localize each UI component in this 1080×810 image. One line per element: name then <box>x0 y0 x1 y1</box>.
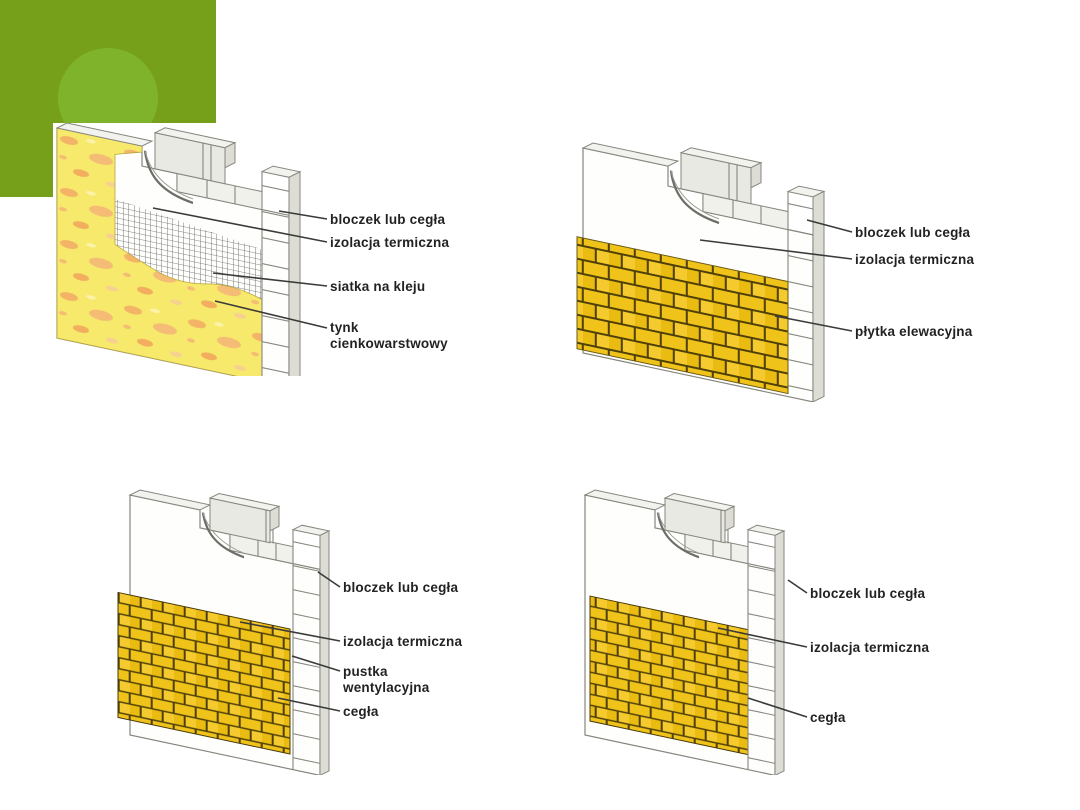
wall-drawing-plaster <box>55 123 328 376</box>
label-izolacja-termiczna: izolacja termiczna <box>855 252 975 267</box>
label-cegla: cegła <box>810 710 846 725</box>
label-izolacja-termiczna: izolacja termiczna <box>343 634 463 649</box>
plaster-layer <box>56 127 263 376</box>
wall-top-face <box>55 123 154 147</box>
label-bloczek-lub-cegla: bloczek lub cegła <box>330 212 446 227</box>
label-izolacja-termiczna: izolacja termiczna <box>810 640 930 655</box>
brick-veneer-layer <box>117 591 291 755</box>
wall-drawing-facade-tile <box>576 142 853 402</box>
facade-tile-layer <box>576 236 789 395</box>
wall-top-face <box>581 142 680 167</box>
label-bloczek-lub-cegla: bloczek lub cegła <box>810 586 926 601</box>
wall-drawing-vent-gap <box>117 489 341 775</box>
diagram-thin-coat-plaster: bloczek lub cegła izolacja termiczna sia… <box>53 123 490 376</box>
label-pustka-wentylacyjna: pustka wentylacyjna <box>343 664 430 695</box>
label-plytka-elewacyjna: płytka elewacyjna <box>855 324 973 339</box>
label-siatka-na-kleju: siatka na kleju <box>330 279 426 294</box>
label-tynk-cienkowarstwowy: tynk cienkowarstwowy <box>330 320 448 351</box>
label-bloczek-lub-cegla: bloczek lub cegła <box>343 580 459 595</box>
diagram-brick-veneer: bloczek lub cegła izolacja termiczna ceg… <box>560 470 990 775</box>
diagram-facade-tile: bloczek lub cegła izolacja termiczna pły… <box>565 120 1020 402</box>
diagram-ventilated-gap: bloczek lub cegła izolacja termiczna pus… <box>100 470 500 775</box>
label-cegla: cegła <box>343 704 379 719</box>
label-bloczek-lub-cegla: bloczek lub cegła <box>855 225 971 240</box>
label-izolacja-termiczna: izolacja termiczna <box>330 235 450 250</box>
wall-drawing-brick-veneer <box>583 489 808 775</box>
